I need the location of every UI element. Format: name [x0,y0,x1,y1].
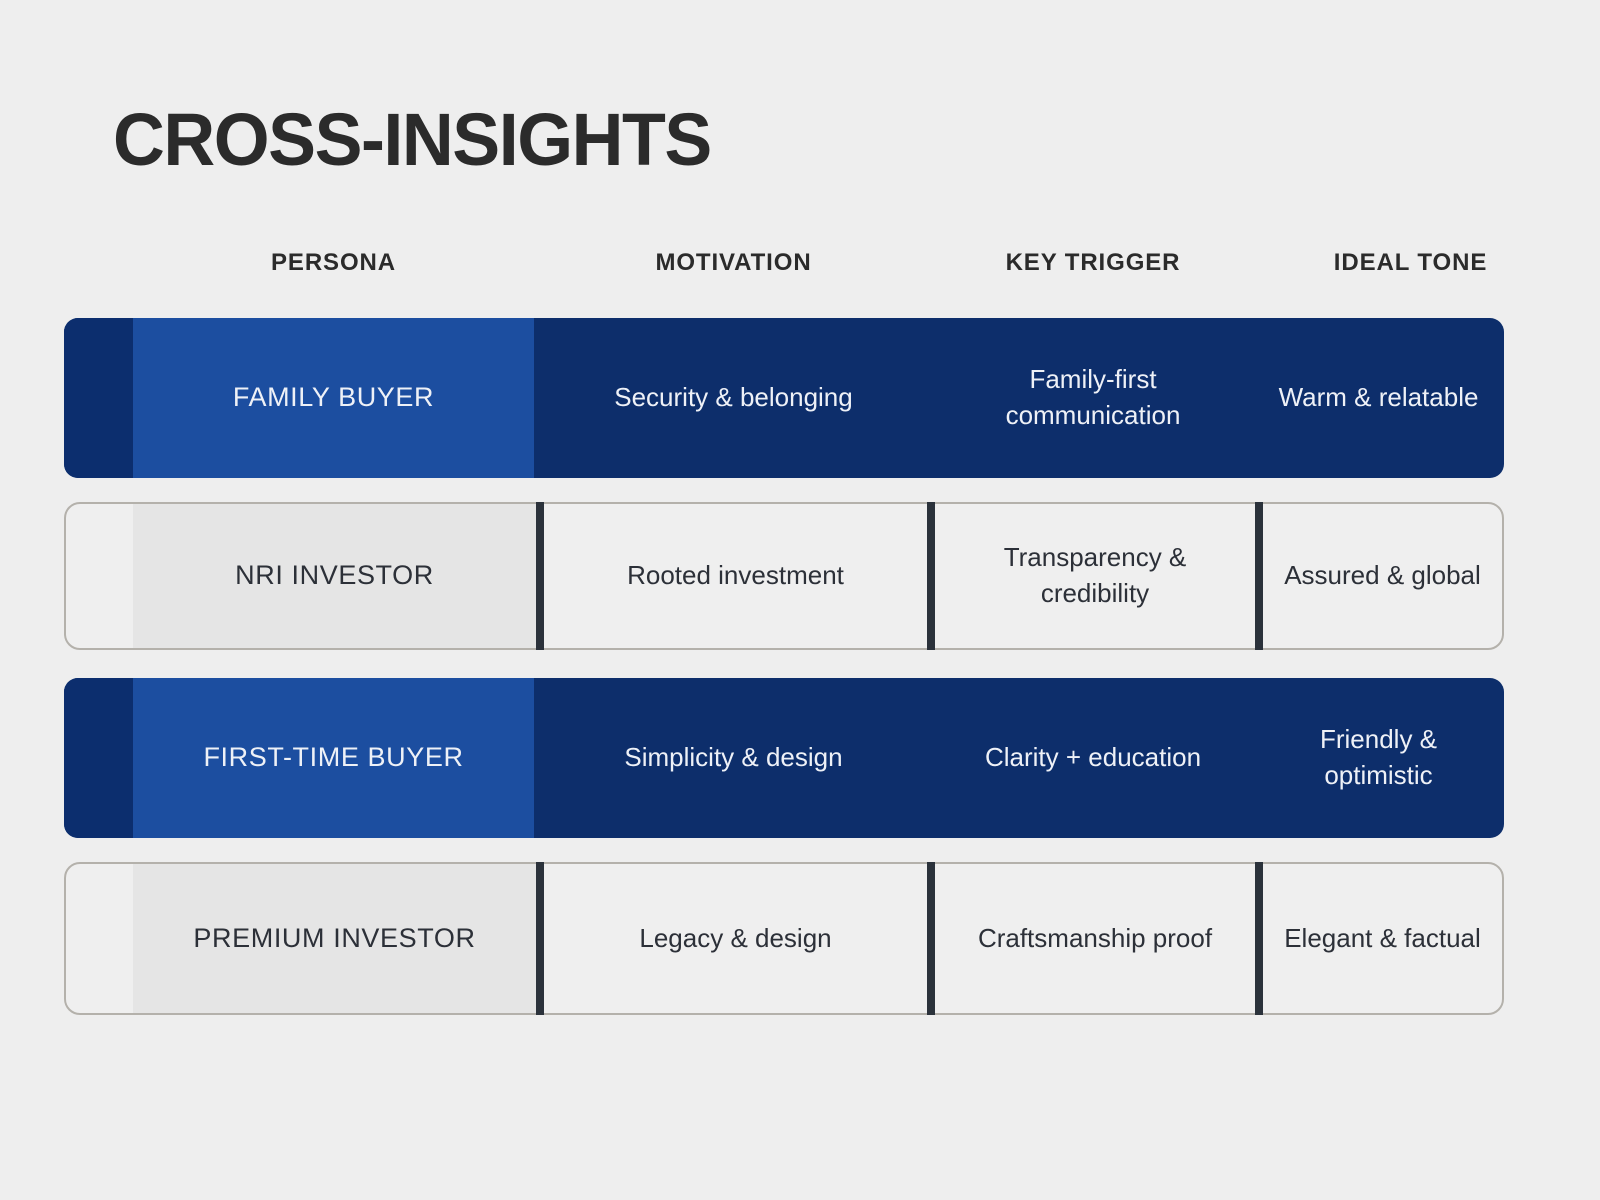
cell-motivation: Legacy & design [639,922,832,953]
column-divider [927,502,935,650]
table-row[interactable]: PREMIUM INVESTOR Legacy & design Craftsm… [64,862,1504,1015]
column-headers: PERSONA MOTIVATION KEY TRIGGER IDEAL TON… [64,243,1504,283]
cell-key-trigger: Family-first communication [1005,364,1181,430]
insights-table: FAMILY BUYER Security & belonging Family… [64,318,1504,1015]
row-cells: FAMILY BUYER Security & belonging Family… [133,318,1504,478]
cell-persona: FIRST-TIME BUYER [133,678,534,838]
column-divider [1255,862,1263,1015]
cell-key-trigger: Transparency & credibility [1003,542,1187,608]
table-row[interactable]: FAMILY BUYER Security & belonging Family… [64,318,1504,478]
row-left-cap [66,504,133,648]
column-header-ideal-tone: IDEAL TONE [1333,249,1488,276]
cell-ideal-tone: Friendly & optimistic [1319,724,1438,790]
row-cells: PREMIUM INVESTOR Legacy & design Craftsm… [133,862,1502,1015]
row-cells: NRI INVESTOR Rooted investment Transpare… [133,502,1502,650]
cell-persona: NRI INVESTOR [133,504,536,648]
cell-motivation: Simplicity & design [624,742,843,773]
cell-persona: FAMILY BUYER [133,318,534,478]
column-header-key-trigger: KEY TRIGGER [1005,249,1181,276]
cell-persona: PREMIUM INVESTOR [133,864,536,1013]
column-divider [1255,502,1263,650]
column-divider [927,862,935,1015]
cell-motivation: Rooted investment [627,560,844,591]
cell-motivation: Security & belonging [614,382,853,413]
column-header-motivation: MOTIVATION [655,249,812,276]
cell-ideal-tone: Assured & global [1284,560,1481,591]
row-left-cap [66,864,133,1013]
cell-ideal-tone: Warm & relatable [1278,382,1479,413]
row-cells: FIRST-TIME BUYER Simplicity & design Cla… [133,678,1504,838]
table-row[interactable]: FIRST-TIME BUYER Simplicity & design Cla… [64,678,1504,838]
column-divider [536,502,544,650]
row-left-cap [64,318,133,478]
table-row[interactable]: NRI INVESTOR Rooted investment Transpare… [64,502,1504,650]
column-divider [536,862,544,1015]
cell-key-trigger: Clarity + education [984,742,1202,773]
row-left-cap [64,678,133,838]
cell-key-trigger: Craftsmanship proof [977,922,1213,953]
column-header-persona: PERSONA [271,249,396,276]
page-title: CROSS-INSIGHTS [113,98,712,181]
cell-ideal-tone: Elegant & factual [1284,922,1481,953]
